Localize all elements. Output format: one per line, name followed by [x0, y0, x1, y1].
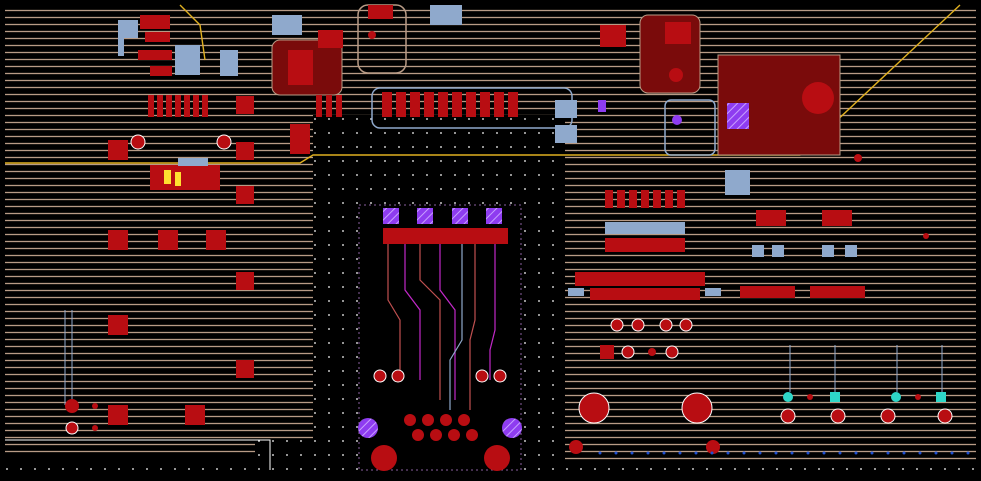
blue-dot	[694, 451, 698, 455]
blue-dot	[790, 451, 794, 455]
blue-dot	[822, 451, 826, 455]
blue-dot	[614, 451, 618, 455]
blue-dot	[806, 451, 810, 455]
blue-dot	[934, 451, 938, 455]
blue-dot-strip	[598, 451, 970, 455]
pad-array-bottom-center	[371, 369, 510, 471]
ic-chip-small	[150, 158, 254, 204]
blue-dot	[918, 451, 922, 455]
blue-dot	[710, 451, 714, 455]
pad-array-left	[108, 230, 254, 425]
blue-dot	[662, 451, 666, 455]
connector-row-top	[371, 87, 606, 143]
routed-traces-center	[387, 244, 496, 410]
blue-dot	[950, 451, 954, 455]
blue-dot	[742, 451, 746, 455]
blue-dot	[678, 451, 682, 455]
blue-dot	[966, 451, 970, 455]
blue-dot	[838, 451, 842, 455]
blue-dot	[726, 451, 730, 455]
blue-dot	[646, 451, 650, 455]
pad-array-bottom-right	[569, 345, 953, 454]
blue-dot	[902, 451, 906, 455]
module-top-right	[600, 14, 841, 156]
blue-dot	[758, 451, 762, 455]
board-outline	[5, 204, 522, 471]
component-cluster-top-left	[108, 15, 310, 160]
blue-dot	[854, 451, 858, 455]
blue-dot	[886, 451, 890, 455]
via-array-center	[358, 208, 522, 438]
connector-top-center	[271, 4, 462, 117]
blue-dot	[774, 451, 778, 455]
blue-dot	[870, 451, 874, 455]
blue-dot	[598, 451, 602, 455]
component-rows-right	[568, 154, 929, 359]
test-probe-left	[64, 310, 98, 435]
blue-dot	[630, 451, 634, 455]
